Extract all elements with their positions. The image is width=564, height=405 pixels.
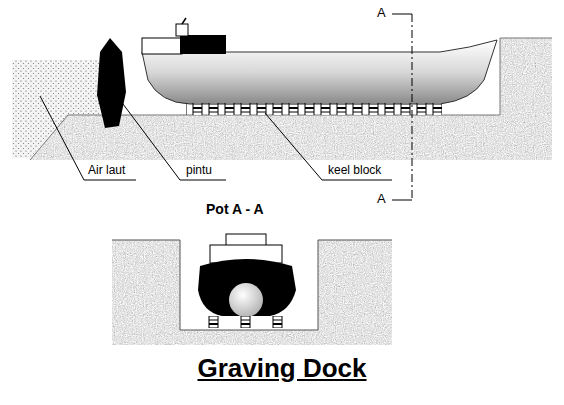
- part-label: keel block: [328, 164, 381, 178]
- section-mark: A: [377, 6, 386, 21]
- section-mark: A: [377, 192, 386, 207]
- part-label: pintu: [186, 164, 212, 178]
- caption: Graving Dock: [197, 354, 366, 384]
- part-label: Air laut: [88, 164, 125, 178]
- section-heading: Pot A - A: [206, 201, 264, 217]
